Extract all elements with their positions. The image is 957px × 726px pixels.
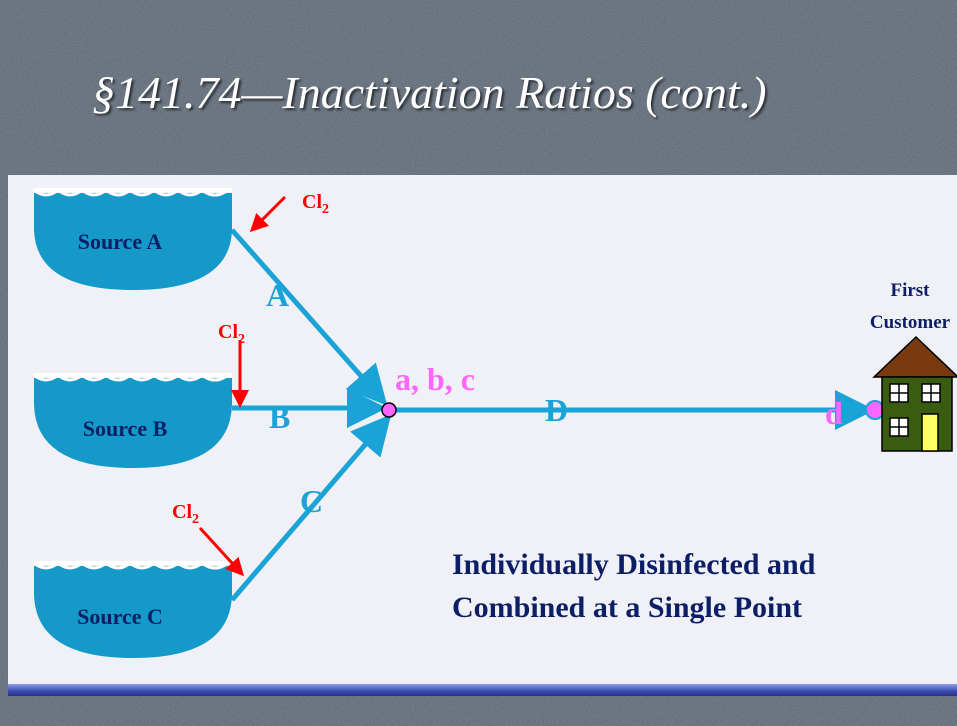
caption-line2: Combined at a Single Point (452, 591, 802, 624)
customer-point-label: d (825, 395, 843, 431)
chlorine-subscript: 2 (192, 512, 199, 527)
svg-text:Cl2: Cl2 (172, 501, 199, 527)
caption-line1: Individually Disinfected and (452, 548, 816, 581)
pipe-label-c: C (300, 483, 323, 519)
flow-diagram: Source A Source B Source C (33, 188, 957, 658)
pipe-label-b: B (269, 399, 290, 435)
source-c-label: Source C (77, 604, 163, 629)
reservoir-a: Source A (33, 188, 232, 290)
house-icon (872, 335, 957, 452)
chlorine-dose-c: Cl2 (172, 501, 245, 577)
chlorine-dose-a: Cl2 (249, 191, 329, 233)
title-bar: §141.74—Inactivation Ratios (cont.) (0, 0, 957, 175)
pipe-label-d: D (545, 392, 568, 428)
pipe-label-a: A (266, 277, 289, 313)
content-panel: Source A Source B Source C (8, 175, 957, 687)
footer-rule (8, 684, 957, 696)
pipe-a (230, 228, 388, 406)
customer-label-line2: Customer (870, 312, 951, 333)
customer-label-line1: First (890, 280, 930, 301)
page-title: §141.74—Inactivation Ratios (cont.) (92, 67, 767, 118)
junction-label: a, b, c (395, 361, 475, 397)
junction-point (381, 402, 397, 418)
chlorine-symbol: Cl (302, 191, 322, 213)
chlorine-subscript: 2 (322, 202, 329, 217)
source-a-label: Source A (78, 229, 163, 254)
reservoir-b: Source B (33, 373, 232, 468)
svg-text:Cl2: Cl2 (302, 191, 329, 217)
chlorine-symbol: Cl (172, 501, 192, 523)
pipe-c (230, 414, 392, 602)
source-b-label: Source B (83, 416, 168, 441)
footer-frame (0, 696, 957, 726)
svg-text:Cl2: Cl2 (218, 321, 245, 347)
chlorine-dose-b: Cl2 (218, 321, 249, 408)
chlorine-symbol: Cl (218, 321, 238, 343)
chlorine-subscript: 2 (238, 332, 245, 347)
reservoir-c: Source C (33, 561, 232, 658)
